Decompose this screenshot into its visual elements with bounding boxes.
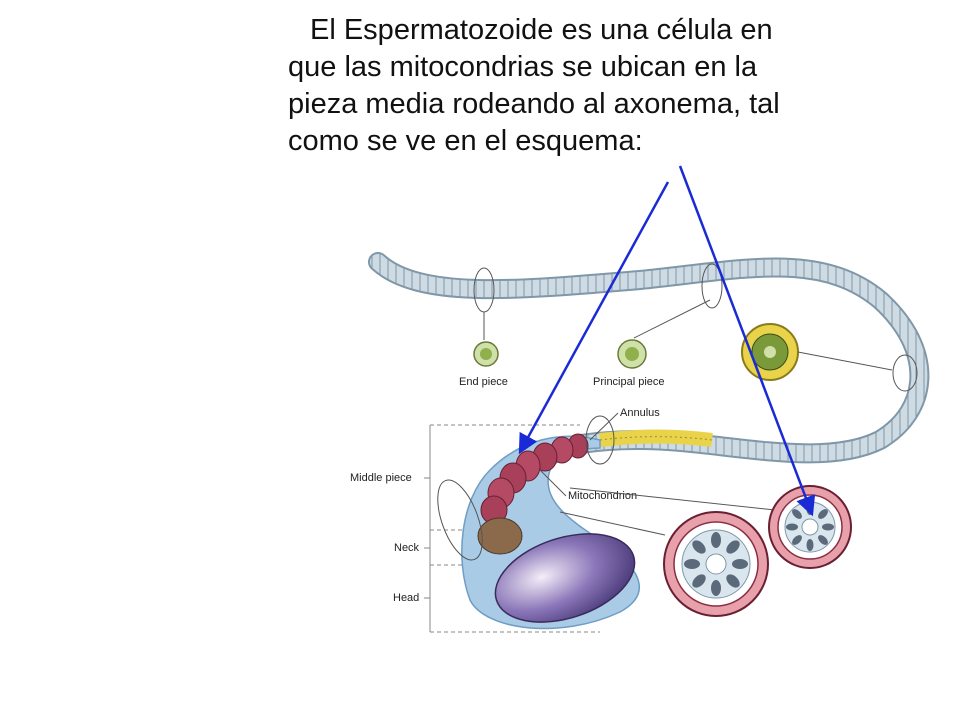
middle-piece-crosssection-large	[663, 511, 769, 617]
slide-text: El Espermatozoide es una célula en que l…	[288, 12, 938, 160]
arrow-to-crosssection	[678, 165, 816, 517]
label-neck: Neck	[394, 542, 420, 554]
arrow-to-mitochondria	[518, 181, 670, 455]
label-middle-piece: Middle piece	[350, 472, 412, 484]
text-line-2: que las mitocondrias se ubican en la	[288, 51, 758, 83]
text-line-3: pieza media rodeando al axonema, tal	[288, 88, 780, 120]
label-annulus: Annulus	[620, 407, 660, 419]
label-end-piece: End piece	[459, 376, 508, 388]
text-line-4: como se ve en el esquema:	[288, 125, 643, 157]
sperm-head	[494, 533, 636, 623]
label-head: Head	[393, 592, 419, 604]
neck-region	[477, 517, 523, 555]
label-principal-piece: Principal piece	[593, 376, 665, 388]
middle-piece-crosssection-small	[768, 485, 852, 569]
mitochondria-helix	[480, 433, 589, 525]
text-line-1: El Espermatozoide es una célula en	[310, 14, 773, 46]
